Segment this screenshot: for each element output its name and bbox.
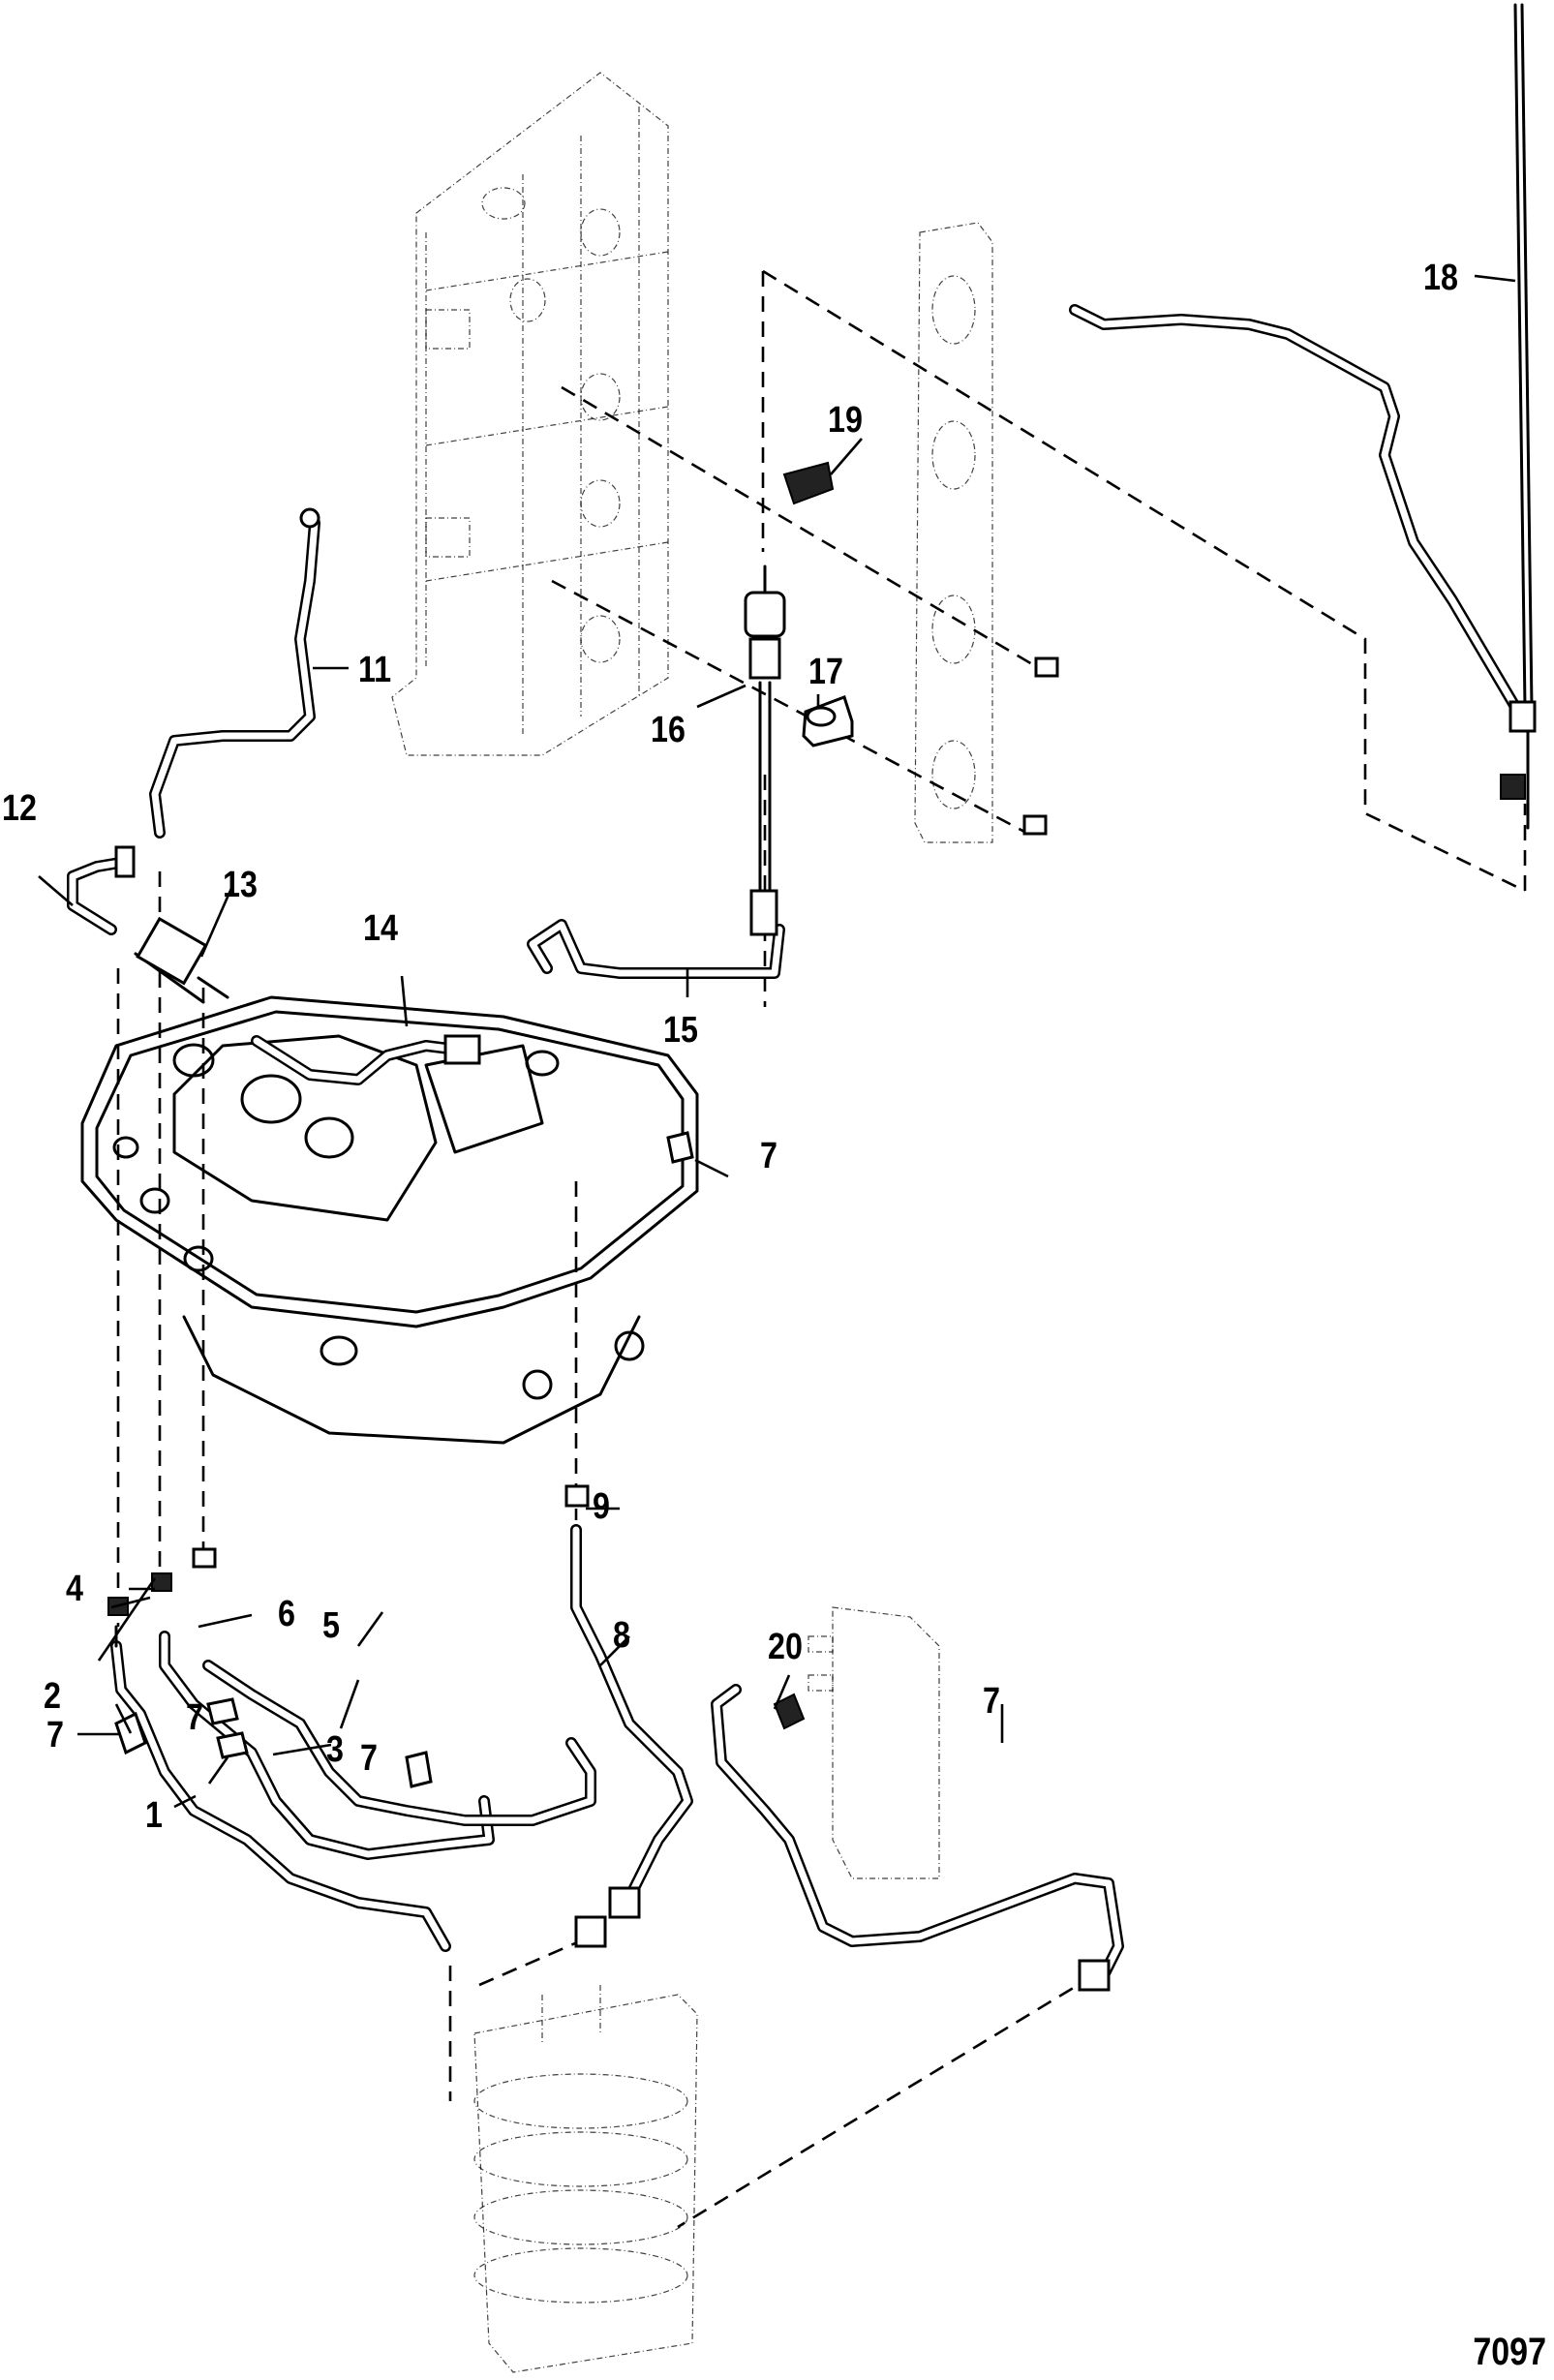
mounting-bracket-ghost <box>914 222 993 843</box>
alignment-lines <box>116 269 1527 2229</box>
callout-8: 8 <box>613 1615 630 1656</box>
part-17-clamp <box>802 695 854 748</box>
callout-1: 1 <box>145 1795 163 1836</box>
part-13-inline-filter <box>134 916 229 1004</box>
part-5-fuel-line <box>202 1660 596 1826</box>
part-3-fuel-line <box>159 1631 495 1860</box>
callout-10: 7 <box>983 1681 1000 1722</box>
callout-4: 4 <box>66 1569 83 1609</box>
callout-15: 15 <box>663 1010 698 1051</box>
callout-5: 5 <box>322 1605 340 1646</box>
callout-9: 9 <box>593 1486 610 1527</box>
part-19-connector <box>782 461 835 505</box>
callout-20: 20 <box>768 1627 803 1667</box>
part-16-sensor <box>744 564 786 936</box>
bolts <box>1022 656 1059 836</box>
callout-7-upper: 7 <box>760 1136 777 1176</box>
callout-12: 12 <box>2 788 37 829</box>
callout-3: 3 <box>326 1729 344 1770</box>
figure-number: 7097 <box>1473 2331 1546 2373</box>
callout-16: 16 <box>651 710 686 750</box>
part-14-hose <box>251 1034 481 1085</box>
callout-7-middle: 7 <box>186 1697 203 1738</box>
part-12-elbow-hose <box>67 845 136 935</box>
leader-lines <box>38 274 1516 1809</box>
callout-2: 2 <box>44 1676 61 1717</box>
callout-19: 19 <box>828 400 863 441</box>
callout-7-lower: 7 <box>360 1738 378 1779</box>
vapor-separator-ghost <box>473 1985 698 2373</box>
callout-14: 14 <box>363 908 398 949</box>
part-11-fuel-line <box>149 507 320 839</box>
part-10-fuel-line <box>711 1684 1124 1992</box>
module-ghost <box>807 1606 940 1879</box>
adapter-plate <box>80 995 699 1445</box>
callout-13: 13 <box>223 865 258 905</box>
callout-11: 11 <box>358 650 392 690</box>
fittings <box>107 1131 806 1788</box>
callout-6: 6 <box>278 1594 295 1634</box>
part-18-hose <box>1069 3 1537 830</box>
callout-7-left: 7 <box>46 1715 64 1755</box>
part-15-hose <box>527 919 785 979</box>
callout-17: 17 <box>808 652 843 692</box>
engine-block-ghost <box>391 72 669 756</box>
callout-18: 18 <box>1423 258 1458 298</box>
part-8-fuel-line <box>570 1524 693 1948</box>
